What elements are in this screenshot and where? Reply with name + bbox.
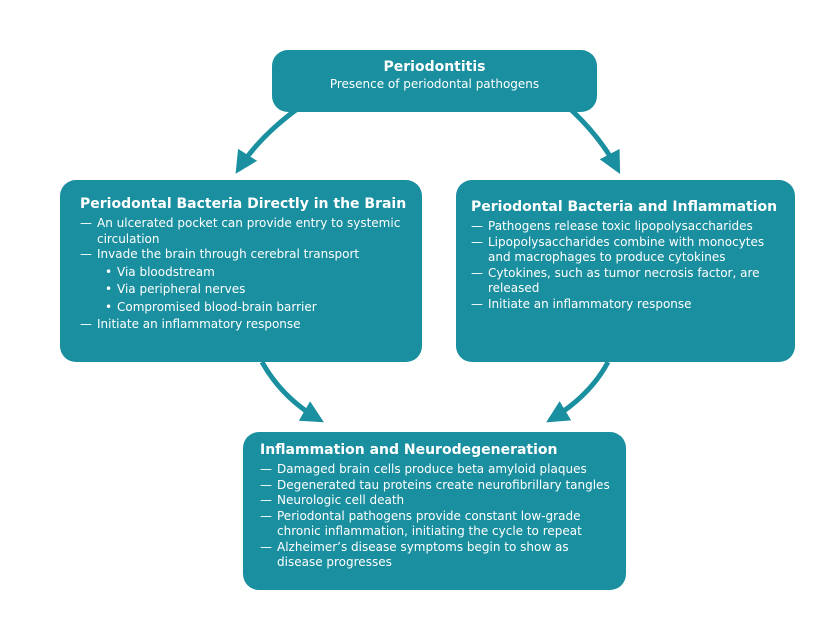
periodontitis-box: Periodontitis Presence of periodontal pa… xyxy=(272,50,597,112)
list-item: Damaged brain cells produce beta amyloid… xyxy=(260,462,616,478)
neurodegeneration-box: Inflammation and Neurodegeneration Damag… xyxy=(243,432,626,590)
periodontitis-title: Periodontitis xyxy=(383,59,486,75)
sub-list-item: Compromised blood-brain barrier xyxy=(80,300,410,316)
list-item: Lipopolysaccharides combine with monocyt… xyxy=(471,235,785,266)
arrow-left-to-bottom xyxy=(259,360,324,423)
bacteria-in-brain-box: Periodontal Bacteria Directly in the Bra… xyxy=(60,180,422,362)
bacteria-inflammation-title: Periodontal Bacteria and Inflammation xyxy=(471,199,778,215)
list-item: Cytokines, such as tumor necrosis factor… xyxy=(471,266,785,297)
bacteria-inflammation-box: Periodontal Bacteria and Inflammation Pa… xyxy=(456,180,795,362)
list-item: Neurologic cell death xyxy=(260,493,616,509)
list-item: An ulcerated pocket can provide entry to… xyxy=(80,216,410,247)
periodontitis-subtitle: Presence of periodontal pathogens xyxy=(329,77,540,91)
list-item: Invade the brain through cerebral transp… xyxy=(80,247,410,263)
arrow-right-to-bottom xyxy=(546,360,611,423)
sub-list-item: Via bloodstream xyxy=(80,265,410,281)
bacteria-in-brain-list: An ulcerated pocket can provide entry to… xyxy=(80,216,410,333)
list-item: Initiate an inflammatory response xyxy=(471,297,785,313)
list-item: Alzheimer’s disease symptoms begin to sh… xyxy=(260,540,616,571)
list-item: Pathogens release toxic lipopolysacchari… xyxy=(471,219,785,235)
list-item: Periodontal pathogens provide constant l… xyxy=(260,509,616,540)
neurodegeneration-list: Damaged brain cells produce beta amyloid… xyxy=(260,462,616,571)
neurodegeneration-title: Inflammation and Neurodegeneration xyxy=(260,442,558,458)
list-item: Degenerated tau proteins create neurofib… xyxy=(260,478,616,494)
bacteria-in-brain-title: Periodontal Bacteria Directly in the Bra… xyxy=(80,196,407,212)
bacteria-inflammation-list: Pathogens release toxic lipopolysacchari… xyxy=(471,219,785,312)
sub-list-item: Via peripheral nerves xyxy=(80,282,410,298)
list-item: Initiate an inflammatory response xyxy=(80,317,410,333)
